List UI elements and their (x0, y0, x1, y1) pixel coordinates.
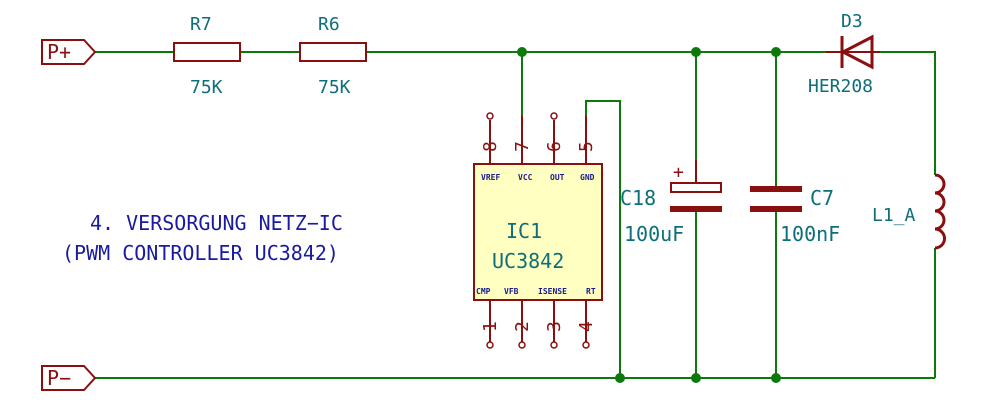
junction-dot (691, 47, 701, 57)
resistor-r7[interactable]: R7 75K (173, 14, 241, 98)
ic-pin-name: RT (586, 287, 596, 296)
ic-pin-number: 5 (576, 141, 597, 152)
inductor-coil (934, 173, 946, 250)
sheet-title: 4. VERSORGUNG NETZ−IC (PWM CONTROLLER UC… (62, 211, 343, 265)
junctions (517, 47, 781, 383)
ic-ref: IC1 (506, 219, 542, 243)
port-flag-shape (41, 365, 97, 391)
pin-end-circle (582, 341, 590, 349)
port-p-plus-label: P+ (47, 40, 71, 64)
wire-diode-to-inductor (880, 51, 936, 175)
junction-dot (771, 373, 781, 383)
ic-pin-name: VFB (504, 287, 519, 296)
ic-pin-number: 7 (512, 141, 533, 152)
pin-end-circle (518, 341, 526, 349)
ic-top-pin-leads (486, 112, 587, 164)
port-flag-shape (41, 39, 97, 65)
capacitor-c7-ref: C7 (810, 186, 834, 210)
ic-value: UC3842 (492, 249, 564, 273)
title-line-1: 4. VERSORGUNG NETZ−IC (90, 211, 343, 235)
port-p-minus[interactable]: P− (41, 365, 97, 391)
diode-d3[interactable]: D3 HER208 (808, 11, 880, 97)
capacitor-c18[interactable]: + C18 100uF (620, 160, 722, 246)
ic-pin-name: VCC (518, 173, 533, 182)
diode-triangle (839, 34, 874, 70)
ic-pin-name: VREF (481, 173, 500, 182)
diode-d3-ref: D3 (841, 11, 863, 32)
capacitor-polarity-mark: + (673, 162, 684, 183)
junction-dot (517, 47, 527, 57)
ic-pin-number: 4 (576, 321, 597, 332)
resistor-body (173, 42, 241, 62)
ic-uc3842[interactable]: 8 7 6 5 1 2 3 4 VREF VCC OUT GND CMP VFB… (473, 112, 603, 349)
resistor-r6-value: 75K (318, 77, 351, 98)
ic-pin-name: CMP (476, 287, 491, 296)
ic-pin-number: 6 (544, 141, 565, 152)
capacitor-positive-plate (670, 182, 722, 193)
resistor-body (299, 42, 367, 62)
inductor-l1-a[interactable]: L1_A (872, 173, 946, 250)
capacitor-c18-value: 100uF (624, 222, 684, 246)
pin-end-circle (550, 112, 558, 120)
ic-pin-name: GND (580, 173, 595, 182)
capacitor-c18-ref: C18 (620, 186, 656, 210)
capacitor-c7[interactable]: C7 100nF (750, 186, 840, 246)
resistor-r6[interactable]: R6 75K (299, 14, 367, 98)
title-line-2: (PWM CONTROLLER UC3842) (62, 241, 339, 265)
port-p-minus-label: P− (47, 366, 71, 390)
resistor-r7-value: 75K (190, 77, 223, 98)
pin-end-circle (486, 341, 494, 349)
ic-pin-name: ISENSE (538, 287, 567, 296)
wire-gnd (585, 100, 621, 378)
ic-pin-number: 1 (480, 321, 501, 332)
ic-pin-name: OUT (550, 173, 565, 182)
diode-d3-value: HER208 (808, 76, 873, 97)
ic-body (473, 163, 603, 301)
capacitor-c7-value: 100nF (780, 222, 840, 246)
port-p-plus[interactable]: P+ (41, 39, 97, 65)
ic-pin-number: 3 (544, 321, 565, 332)
pin-end-circle (486, 112, 494, 120)
wires (95, 51, 936, 379)
inductor-l1-a-ref: L1_A (872, 205, 916, 226)
resistor-r6-ref: R6 (318, 14, 340, 35)
resistor-r7-ref: R7 (190, 14, 212, 35)
ic-bottom-pin-leads (486, 300, 590, 349)
junction-dot (771, 47, 781, 57)
junction-dot (615, 373, 625, 383)
pin-end-circle (550, 341, 558, 349)
ic-pin-number: 2 (512, 321, 533, 332)
ic-pin-number: 8 (480, 141, 501, 152)
junction-dot (691, 373, 701, 383)
